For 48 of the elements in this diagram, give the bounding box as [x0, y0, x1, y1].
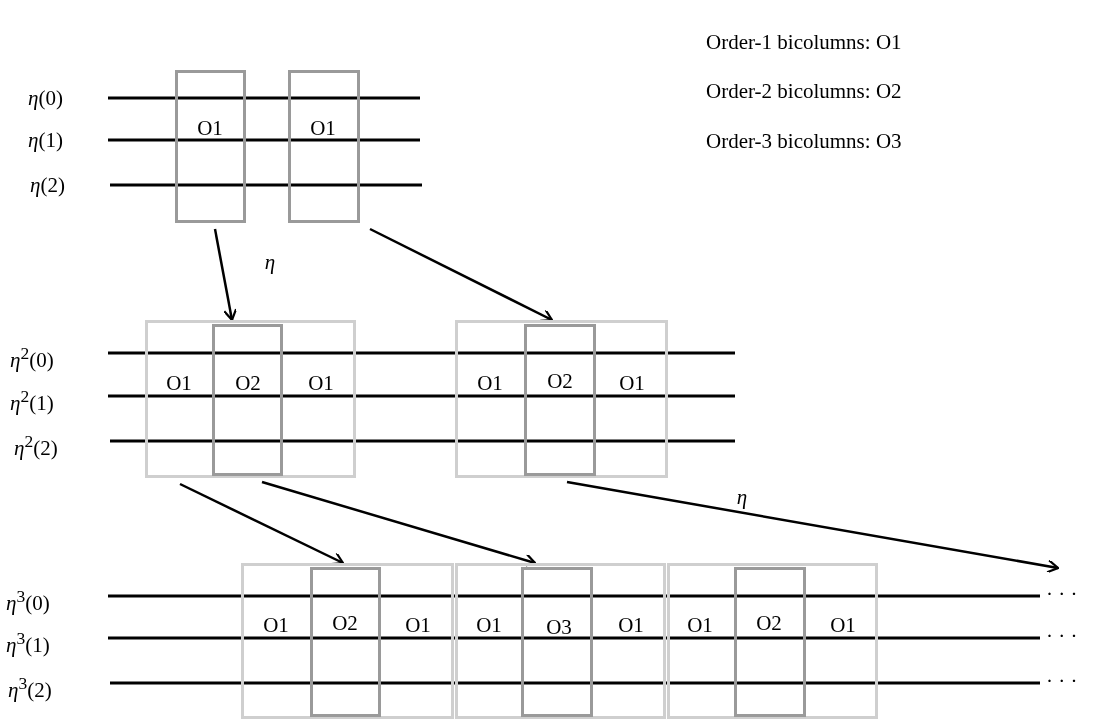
bicolumn-label: O1	[830, 613, 856, 637]
bicolumn-label: O1	[263, 613, 289, 637]
row-label: η(1)	[28, 128, 63, 152]
ellipsis: · · ·	[1046, 669, 1078, 693]
legend-note: Order-2 bicolumns: O2	[706, 79, 902, 103]
bicolumn-box	[667, 563, 878, 719]
bicolumn-label: O1	[166, 371, 192, 395]
legend-note: Order-1 bicolumns: O1	[706, 30, 902, 54]
bicolumn-label: O2	[235, 371, 261, 395]
bicolumn-label: O1	[308, 371, 334, 395]
row-label: η(0)	[28, 86, 63, 110]
row-label: η(2)	[30, 173, 65, 197]
bicolumn-box	[521, 567, 593, 717]
row-label: η$^{3}$(1)	[6, 627, 50, 657]
bicolumn-label: O1	[405, 613, 431, 637]
bicolumn-label: O1	[618, 613, 644, 637]
bicolumn-label: O1	[477, 371, 503, 395]
bicolumn-label: O1	[619, 371, 645, 395]
bicolumn-box	[455, 563, 666, 719]
bicolumn-box	[524, 324, 596, 476]
row-label: η$^{2}$(1)	[10, 385, 54, 415]
bicolumn-label: O2	[547, 369, 573, 393]
bicolumn-box	[175, 70, 246, 223]
legend-note: Order-3 bicolumns: O3	[706, 129, 902, 153]
bicolumn-box	[310, 567, 381, 717]
bicolumn-box	[455, 320, 668, 478]
row-label: η$^{2}$(0)	[10, 342, 54, 372]
bicolumn-label: O2	[332, 611, 358, 635]
arrow	[179, 482, 345, 566]
bicolumn-box	[734, 567, 806, 717]
bicolumn-box	[288, 70, 360, 223]
ellipsis: · · ·	[1046, 624, 1078, 648]
bicolumn-box	[212, 324, 283, 476]
bicolumn-label: O1	[687, 613, 713, 637]
row-label: η$^{2}$(2)	[14, 430, 58, 460]
bicolumn-label: O1	[476, 613, 502, 637]
bicolumn-label: O3	[546, 615, 572, 639]
arrow	[566, 480, 1060, 574]
bicolumn-box	[241, 563, 454, 719]
bicolumn-label: O2	[756, 611, 782, 635]
bicolumn-label: O1	[310, 116, 336, 140]
ellipsis: · · ·	[1046, 582, 1078, 606]
row-label: η$^{3}$(0)	[6, 585, 50, 615]
bicolumn-label: O1	[197, 116, 223, 140]
row-label: η$^{3}$(2)	[8, 672, 52, 702]
arrow	[369, 227, 554, 322]
bicolumn-box	[145, 320, 356, 478]
arrow	[213, 228, 238, 322]
